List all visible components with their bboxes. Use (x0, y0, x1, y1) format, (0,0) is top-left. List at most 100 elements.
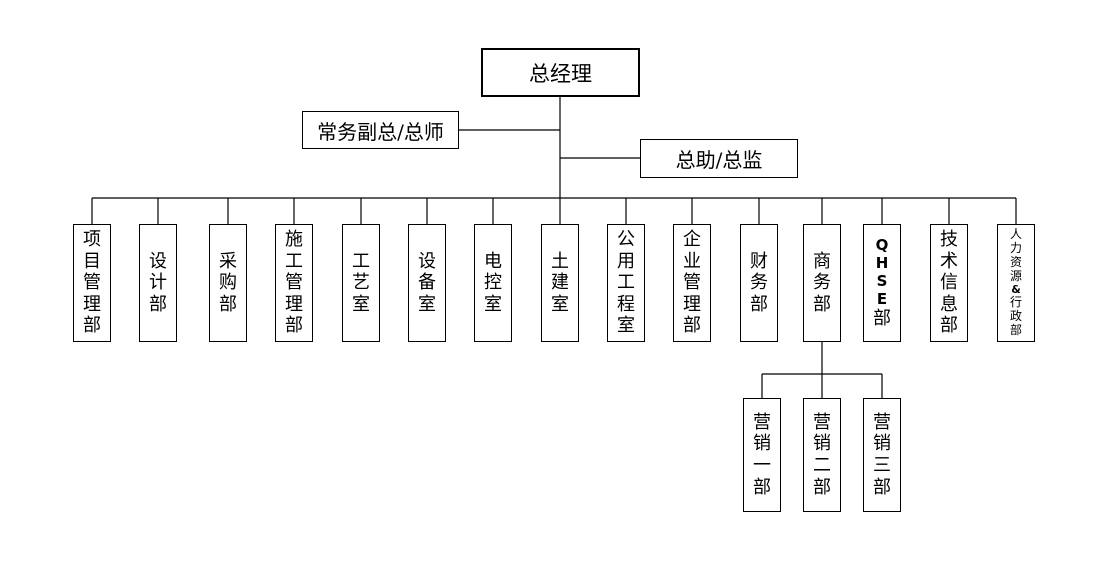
dept-char: 财 (750, 250, 768, 272)
dept-char: 企 (683, 229, 701, 251)
dept-char: 业 (683, 250, 701, 272)
dept-char: 管 (285, 272, 303, 294)
dept-char: 土 (551, 250, 569, 272)
dept-char: 控 (484, 272, 502, 294)
department-box: 施 工 管 理 部 (275, 224, 313, 342)
department-box: 土 建 室 (541, 224, 579, 342)
dept-char: 设 (418, 250, 436, 272)
dept-char: 理 (683, 293, 701, 315)
sales-unit-box: 营 销 一 部 (743, 398, 781, 512)
department-box: 电 控 室 (474, 224, 512, 342)
dept-char: 采 (219, 250, 237, 272)
dept-char: 购 (219, 272, 237, 294)
dept-char: Q (875, 236, 889, 255)
dept-char: 部 (683, 315, 701, 337)
dept-char: 信 (940, 272, 958, 294)
unit-char: 一 (753, 455, 771, 476)
dept-char: 技 (940, 229, 958, 251)
dept-char: 管 (83, 272, 101, 294)
department-box: 财 务 部 (740, 224, 778, 342)
department-box: 工 艺 室 (342, 224, 380, 342)
unit-char: 部 (873, 476, 891, 498)
dept-char: 部 (940, 315, 958, 337)
department-box: 设 计 部 (139, 224, 177, 342)
dept-char: 部 (873, 308, 891, 330)
deputy-label: 常务副总/总师 (317, 119, 444, 144)
department-box: 公 用 工 程 室 (607, 224, 645, 342)
dept-char: 程 (617, 293, 635, 315)
dept-char: 公 (617, 229, 635, 251)
dept-char: 目 (83, 250, 101, 272)
department-box: 商 务 部 (803, 224, 841, 342)
dept-char: 计 (149, 272, 167, 294)
dept-char: 工 (352, 250, 370, 272)
unit-char: 营 (813, 411, 831, 433)
dept-char: 政 (1009, 309, 1022, 324)
assistant-label: 总助/总监 (675, 148, 763, 172)
dept-char: 管 (683, 272, 701, 294)
dept-char: 工 (285, 250, 303, 272)
dept-char: 部 (149, 293, 167, 315)
dept-char: 息 (940, 293, 958, 315)
unit-char: 营 (873, 411, 891, 433)
unit-char: 销 (813, 433, 831, 455)
dept-char: 务 (750, 272, 768, 294)
sales-unit-box: 营 销 三 部 (863, 398, 901, 512)
department-box: 技 术 信 息 部 (930, 224, 968, 342)
unit-char: 营 (753, 411, 771, 433)
dept-char: 部 (1009, 322, 1022, 337)
dept-char: 力 (1009, 241, 1022, 256)
department-box: 采 购 部 (209, 224, 247, 342)
dept-char: 商 (813, 250, 831, 272)
assistant-box: 总助/总监 (640, 139, 798, 178)
dept-char: 设 (149, 250, 167, 272)
dept-char: 部 (813, 293, 831, 315)
dept-char: 用 (617, 250, 635, 272)
sales-unit-box: 营 销 二 部 (803, 398, 841, 512)
dept-char: 电 (484, 250, 502, 272)
department-box: 人 力 资 源 & 行 政 部 (997, 224, 1035, 342)
dept-char: 部 (83, 315, 101, 337)
dept-char: 部 (750, 293, 768, 315)
dept-char: S (876, 272, 888, 291)
dept-char: 室 (617, 315, 635, 337)
dept-char: 室 (418, 293, 436, 315)
dept-char: 理 (285, 293, 303, 315)
dept-char: 务 (813, 272, 831, 294)
dept-char: 源 (1009, 268, 1022, 283)
dept-char: 建 (551, 272, 569, 294)
dept-char: & (1011, 282, 1021, 296)
dept-char: 部 (219, 293, 237, 315)
unit-char: 三 (873, 455, 891, 476)
department-box: 项 目 管 理 部 (73, 224, 111, 342)
unit-char: 二 (813, 455, 831, 476)
dept-char: 理 (83, 293, 101, 315)
general-manager-box: 总经理 (481, 48, 640, 97)
dept-char: 室 (352, 293, 370, 315)
dept-char: H (875, 254, 889, 273)
department-box: 企 业 管 理 部 (673, 224, 711, 342)
dept-char: 艺 (352, 272, 370, 294)
dept-char: E (876, 290, 888, 309)
dept-char: 工 (617, 272, 635, 294)
dept-char: 室 (484, 293, 502, 315)
dept-char: 施 (285, 229, 303, 251)
dept-char: 资 (1009, 254, 1022, 269)
dept-char: 备 (418, 272, 436, 294)
dept-char: 行 (1009, 295, 1022, 310)
deputy-box: 常务副总/总师 (302, 111, 459, 149)
general-manager-label: 总经理 (529, 61, 592, 86)
department-box: Q H S E 部 (863, 224, 901, 342)
dept-char: 项 (83, 229, 101, 251)
dept-char: 部 (285, 315, 303, 337)
department-box: 设 备 室 (408, 224, 446, 342)
unit-char: 部 (753, 476, 771, 498)
dept-char: 人 (1009, 227, 1022, 242)
dept-char: 术 (940, 250, 958, 272)
dept-char: 室 (551, 293, 569, 315)
unit-char: 销 (873, 433, 891, 455)
unit-char: 销 (753, 433, 771, 455)
unit-char: 部 (813, 476, 831, 498)
